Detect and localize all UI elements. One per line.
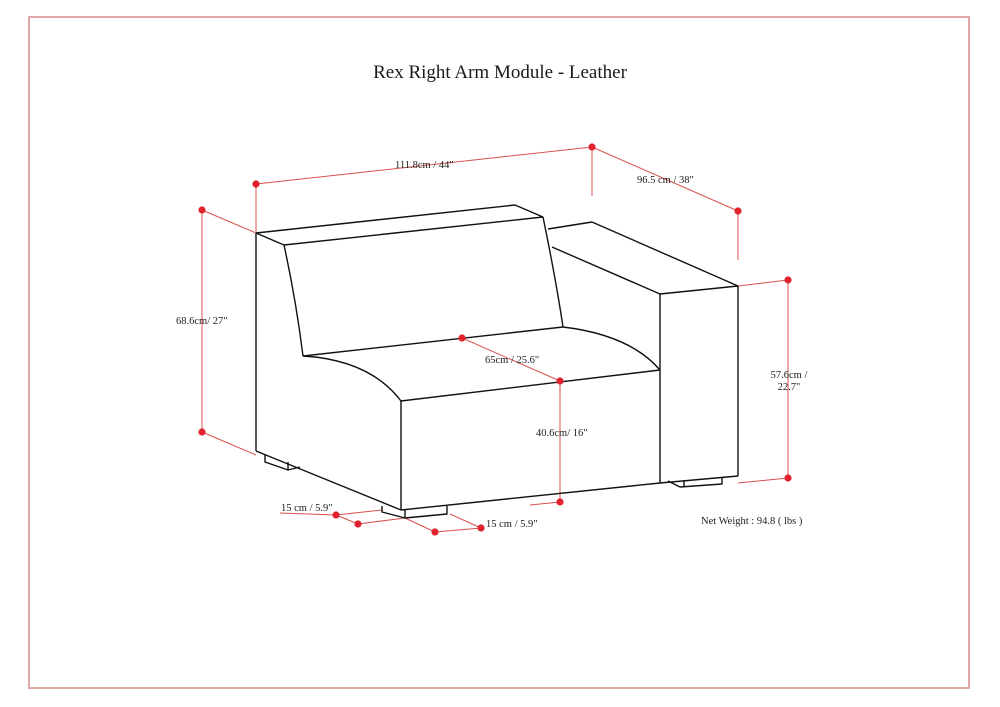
- dimension-lines: [201, 146, 789, 533]
- leg-width-dimension-label: 15 cm / 5.9": [486, 519, 538, 530]
- net-weight-label: Net Weight : 94.8 ( lbs ): [701, 516, 803, 527]
- arm-height-dimension-label-line2: 22.7": [777, 382, 801, 393]
- dimension-dots: [198, 143, 792, 536]
- page-frame-border: [28, 16, 970, 689]
- leg-depth-dimension-label: 15 cm / 5.9": [281, 503, 333, 514]
- depth-dimension-label: 96.5 cm / 38": [637, 175, 694, 186]
- seat-height-dimension-label: 40.6cm/ 16": [536, 428, 588, 439]
- arm-height-dimension-label-line1: 57.6cm /: [770, 370, 808, 381]
- height-dimension-label: 68.6cm/ 27": [176, 316, 228, 327]
- width-dimension-label: 111.8cm / 44": [395, 160, 454, 171]
- product-title: Rex Right Arm Module - Leather: [373, 62, 627, 83]
- seat-depth-dimension-label: 65cm / 25.6": [485, 355, 540, 366]
- sofa-outline: [255, 204, 739, 519]
